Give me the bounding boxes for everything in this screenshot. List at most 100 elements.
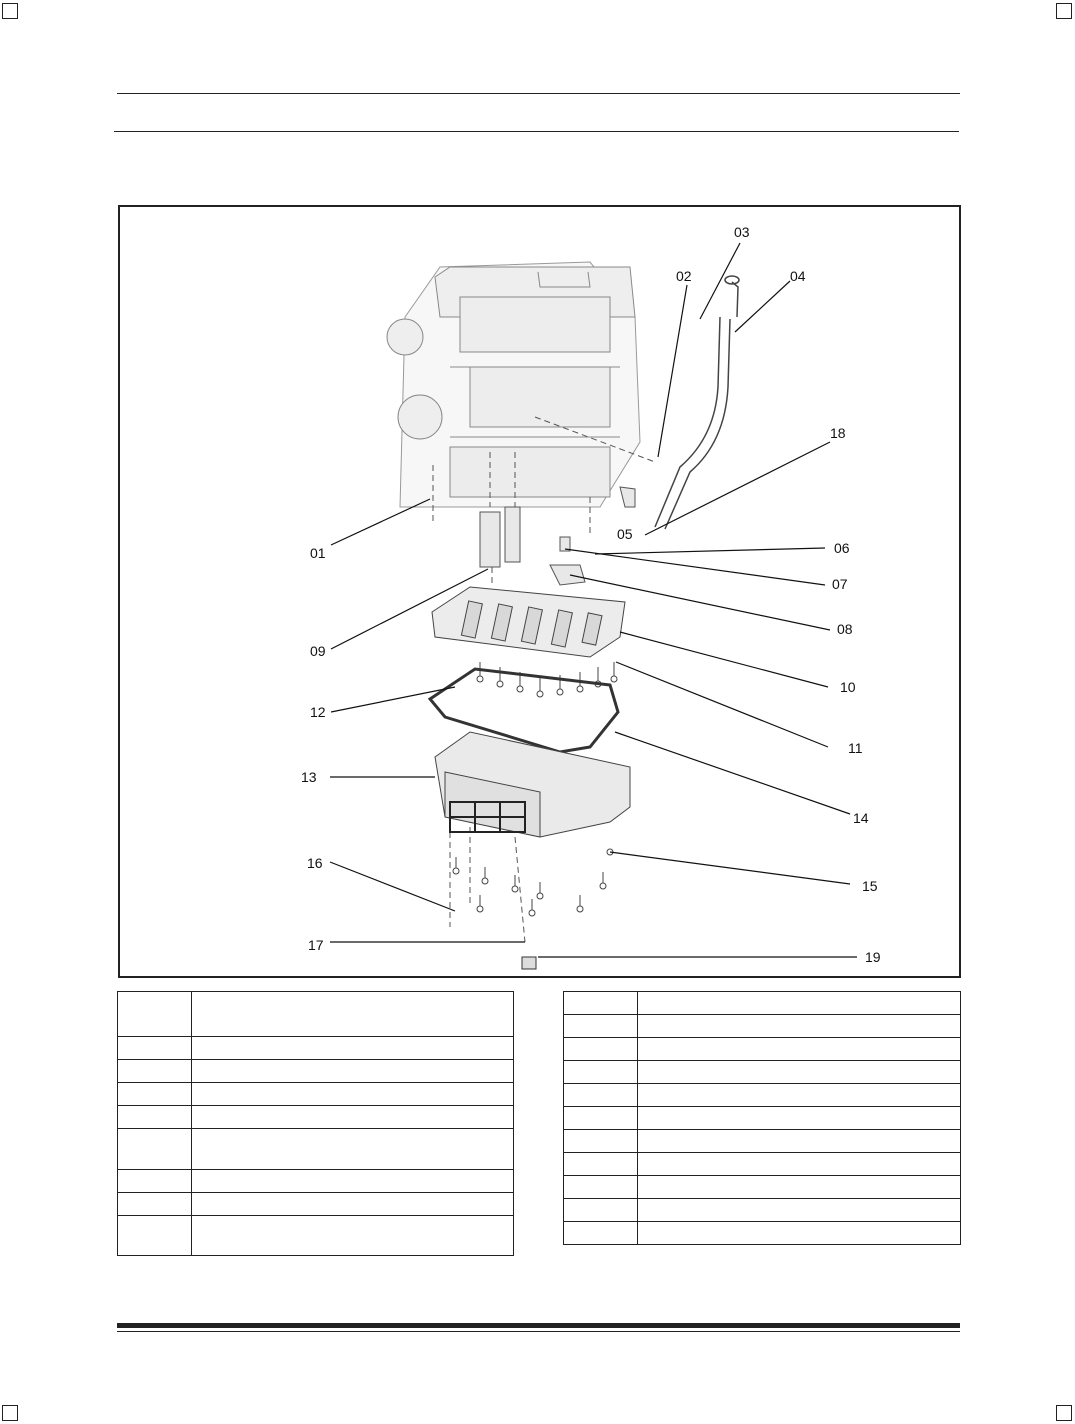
oil-pan xyxy=(434,731,631,838)
part-number xyxy=(563,1060,638,1084)
callout-16: 16 xyxy=(307,855,323,871)
brackets xyxy=(479,486,636,586)
table-row xyxy=(563,1014,961,1038)
footer-rule-thick xyxy=(117,1323,960,1328)
part-description xyxy=(191,1128,514,1170)
table-row xyxy=(563,1152,961,1176)
callout-19: 19 xyxy=(865,949,881,965)
part-number xyxy=(563,1106,638,1130)
part-description xyxy=(637,1129,961,1153)
callout-labels: 01 02 03 04 05 06 07 08 09 10 11 12 13 1… xyxy=(301,224,881,965)
part-number xyxy=(563,1014,638,1038)
table-row xyxy=(117,1215,514,1256)
table-row xyxy=(117,1036,514,1060)
part-description xyxy=(637,1014,961,1038)
part-number xyxy=(117,1128,192,1170)
crop-mark-bottom-right xyxy=(1056,1405,1072,1421)
callout-05: 05 xyxy=(617,526,633,542)
part-number xyxy=(117,1169,192,1193)
part-number xyxy=(563,991,638,1015)
callout-14: 14 xyxy=(853,810,869,826)
part-description xyxy=(191,991,514,1037)
part-description xyxy=(191,1192,514,1216)
callout-13: 13 xyxy=(301,769,317,785)
part-description xyxy=(637,1198,961,1222)
table-row xyxy=(117,1059,514,1083)
callout-17: 17 xyxy=(308,937,324,953)
part-description xyxy=(191,1215,514,1256)
part-description xyxy=(191,1036,514,1060)
part-description xyxy=(637,1060,961,1084)
part-description xyxy=(637,1083,961,1107)
part-number xyxy=(117,1082,192,1106)
callout-18: 18 xyxy=(830,425,846,441)
table-row xyxy=(563,1175,961,1199)
part-number xyxy=(117,1192,192,1216)
pan-bolts xyxy=(452,848,614,917)
part-number xyxy=(117,1059,192,1083)
table-row xyxy=(563,1198,961,1222)
callout-06: 06 xyxy=(834,540,850,556)
engine-oil-pan-diagram: 01 02 03 04 05 06 07 08 09 10 11 12 13 1… xyxy=(301,224,881,970)
callout-15: 15 xyxy=(862,878,878,894)
part-description xyxy=(191,1059,514,1083)
part-number xyxy=(563,1083,638,1107)
part-number xyxy=(563,1152,638,1176)
part-description xyxy=(637,1221,961,1245)
ladder-frame xyxy=(431,586,626,658)
part-description xyxy=(191,1105,514,1129)
oil-pan-gasket xyxy=(427,667,620,754)
callout-07: 07 xyxy=(832,576,848,592)
table-row xyxy=(563,1221,961,1245)
table-row xyxy=(117,1082,514,1106)
assembly-lines xyxy=(432,416,656,943)
table-row xyxy=(117,1105,514,1129)
table-row xyxy=(563,1106,961,1130)
legend-table-right xyxy=(563,991,961,1245)
part-number xyxy=(117,1215,192,1256)
crop-mark-bottom-left xyxy=(2,1405,18,1421)
table-row xyxy=(117,1169,514,1193)
part-number xyxy=(563,1198,638,1222)
table-row xyxy=(117,991,514,1037)
table-row xyxy=(563,1129,961,1153)
part-number xyxy=(117,991,192,1037)
frame-bolts xyxy=(476,662,618,698)
callout-10: 10 xyxy=(840,679,856,695)
leader-lines xyxy=(329,242,857,958)
part-description xyxy=(637,1106,961,1130)
drain-plug-illustration xyxy=(521,956,537,970)
exploded-view-figure: 01 02 03 04 05 06 07 08 09 10 11 12 13 1… xyxy=(118,205,961,978)
engine-block-illustration xyxy=(386,261,641,508)
callout-09: 09 xyxy=(310,643,326,659)
table-row xyxy=(117,1192,514,1216)
callout-01: 01 xyxy=(310,545,326,561)
callout-11: 11 xyxy=(848,740,863,756)
callout-04: 04 xyxy=(790,268,806,284)
header-rule-top xyxy=(117,93,960,94)
table-row xyxy=(563,991,961,1015)
part-description xyxy=(637,1152,961,1176)
legend-table-left xyxy=(117,991,514,1256)
footer-rule-thin xyxy=(117,1331,960,1332)
callout-12: 12 xyxy=(310,704,326,720)
crop-mark-top-left xyxy=(2,3,18,19)
callout-08: 08 xyxy=(837,621,853,637)
part-description xyxy=(637,1175,961,1199)
table-row xyxy=(563,1037,961,1061)
part-description xyxy=(191,1169,514,1193)
part-description xyxy=(637,1037,961,1061)
callout-02: 02 xyxy=(676,268,692,284)
part-number xyxy=(563,1129,638,1153)
part-number xyxy=(117,1036,192,1060)
table-row xyxy=(563,1083,961,1107)
part-number xyxy=(563,1175,638,1199)
part-description xyxy=(637,991,961,1015)
part-description xyxy=(191,1082,514,1106)
table-row xyxy=(563,1060,961,1084)
part-number xyxy=(563,1037,638,1061)
part-number xyxy=(117,1105,192,1129)
dipstick-tube xyxy=(654,275,740,530)
header-rule-bottom xyxy=(114,131,959,132)
callout-03: 03 xyxy=(734,224,750,240)
